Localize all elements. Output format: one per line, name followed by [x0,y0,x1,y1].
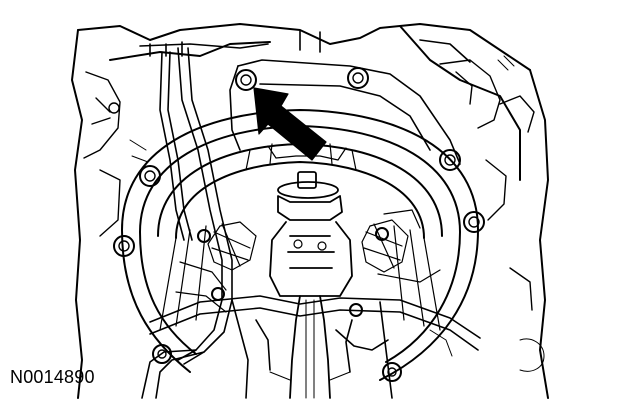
side-brackets [83,59,535,311]
bolt-icon [235,69,257,91]
bolt-icon [113,235,135,257]
gear-assemblies [175,209,441,313]
mounting-bolts [113,67,485,382]
center-pump-body [269,171,353,399]
bolt-icon [439,149,461,171]
engine-block-outline [71,23,549,399]
bolt-icon [463,211,485,233]
arrow-icon [253,87,327,161]
lower-brace [149,295,481,399]
bolt-icon [347,67,369,89]
bolt-icon [139,165,161,187]
hardware-details [129,55,545,381]
upper-cover-plate [139,29,471,165]
bolt-icon [382,362,402,382]
bolt-icon [197,227,389,317]
bolt-icon [152,344,172,364]
fluid-lines [141,47,233,399]
bell-housing [121,109,479,381]
figure-id-label: N0014890 [10,367,95,387]
